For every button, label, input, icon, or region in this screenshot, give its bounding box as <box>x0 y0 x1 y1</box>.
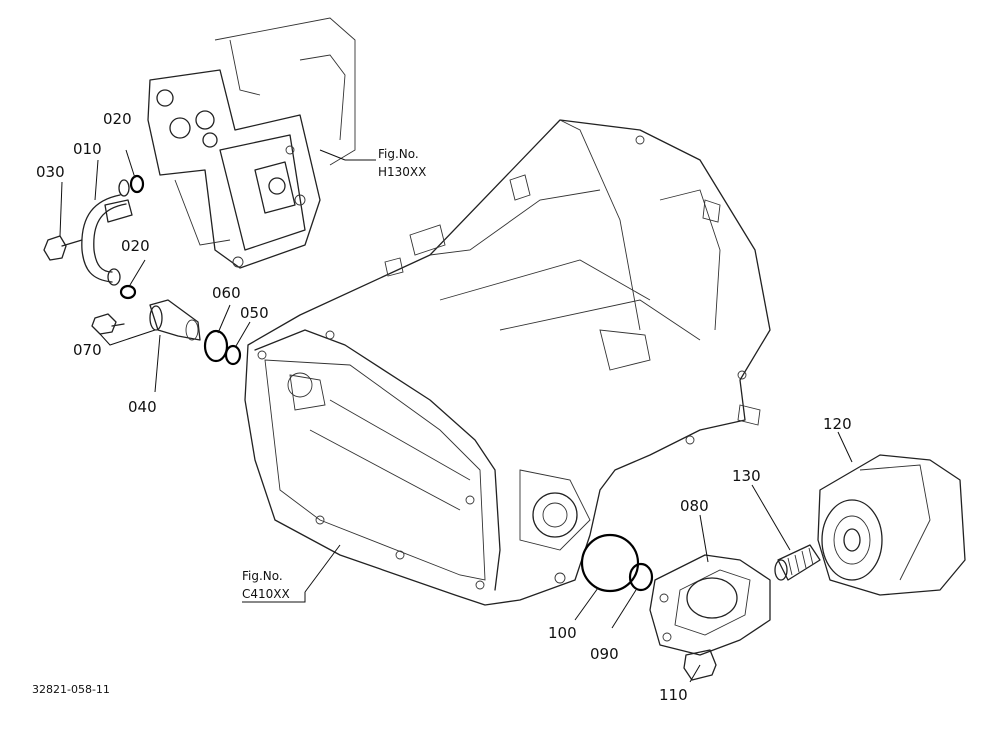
figure-ref-c410xx-line2: C410XX <box>242 587 290 601</box>
callout-060: 060 <box>212 284 241 302</box>
callout-120: 120 <box>823 415 852 433</box>
callout-010: 010 <box>73 140 102 158</box>
callout-040: 040 <box>128 398 157 416</box>
callout-110: 110 <box>659 686 688 704</box>
figure-ref-c410xx: Fig.No. C410XX <box>242 569 306 603</box>
filter-housing-assembly <box>580 533 771 681</box>
pipe-assembly <box>43 174 145 300</box>
figure-ref-h130xx-line1: Fig.No. <box>378 147 419 161</box>
figure-ref-c410xx-line1: Fig.No. <box>242 569 283 583</box>
callout-020-lower: 020 <box>121 237 150 255</box>
callout-050: 050 <box>240 304 269 322</box>
figure-ref-h130xx: Fig.No. H130XX <box>345 147 426 179</box>
figure-ref-h130xx-line2: H130XX <box>378 165 426 179</box>
callout-030: 030 <box>36 163 65 181</box>
adapter-assembly <box>91 299 242 366</box>
callout-090: 090 <box>590 645 619 663</box>
leader-lines <box>59 149 853 683</box>
drawing-code: 32821-058-11 <box>32 683 110 696</box>
callout-080: 080 <box>680 497 709 515</box>
callout-130: 130 <box>732 467 761 485</box>
callout-labels: 020 010 030 020 060 050 070 040 120 130 … <box>36 110 852 704</box>
callout-100: 100 <box>548 624 577 642</box>
hydraulic-block <box>147 17 356 269</box>
transmission-case <box>244 119 771 606</box>
callout-070: 070 <box>73 341 102 359</box>
oil-filter-assembly <box>774 454 966 596</box>
callout-020-upper: 020 <box>103 110 132 128</box>
